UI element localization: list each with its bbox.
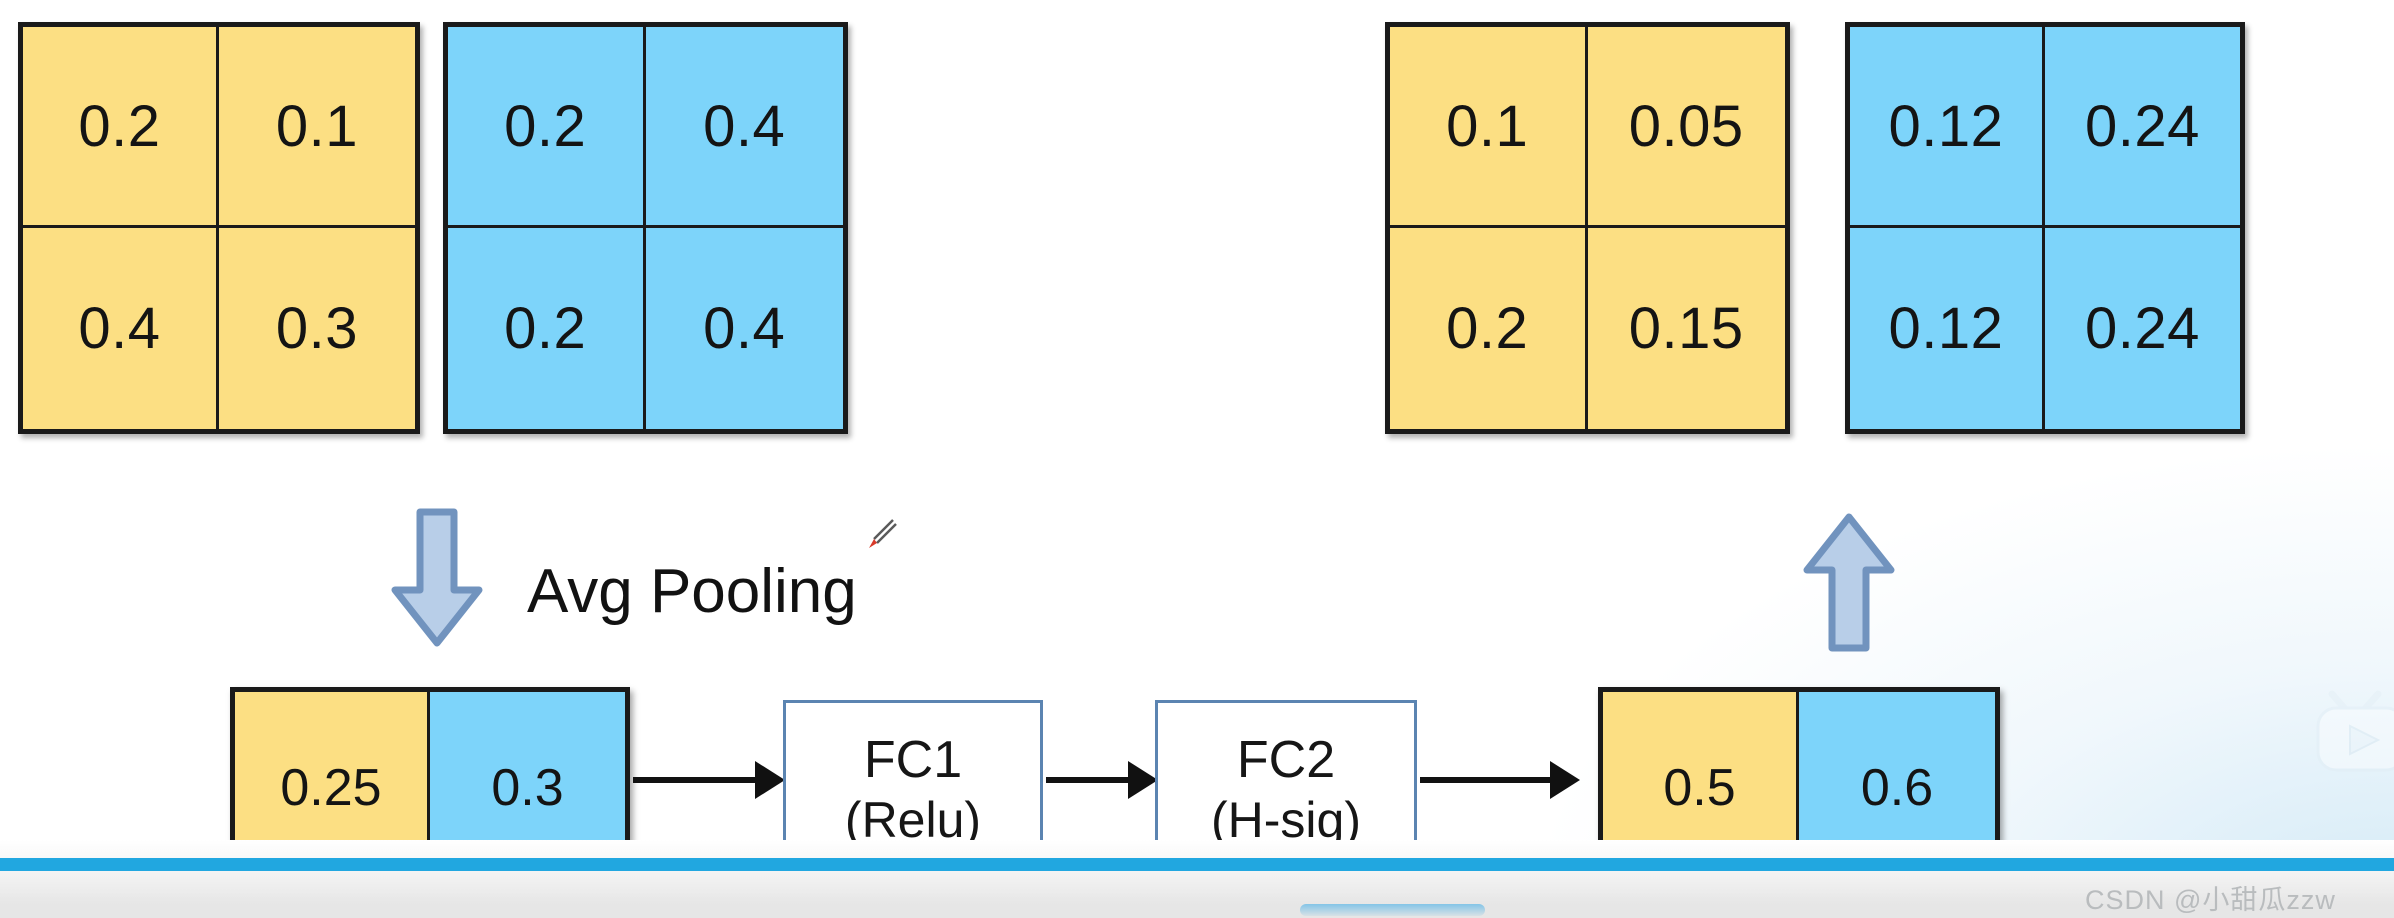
- matrix-cell: 0.3: [219, 228, 415, 429]
- vector-cell: 0.25: [235, 692, 430, 884]
- matrix-cell: 0.4: [645, 27, 843, 228]
- input-feature-map-channel-1: 0.2 0.1 0.4 0.3: [18, 22, 420, 434]
- fc2-layer-box: FC2 (H-sig): [1155, 700, 1417, 880]
- avg-pooling-label: Avg Pooling: [527, 557, 857, 626]
- output-feature-map-channel-1: 0.1 0.05 0.2 0.15: [1385, 22, 1790, 434]
- vector-cell: 0.5: [1603, 692, 1799, 884]
- pen-cursor-icon: [862, 516, 898, 552]
- flow-arrow-fc2-to-weights: [1420, 760, 1580, 800]
- matrix-cell: 0.15: [1587, 228, 1785, 429]
- flow-arrow-fc1-to-fc2: [1046, 760, 1158, 800]
- matrix-cell: 0.12: [1850, 27, 2045, 228]
- down-block-arrow: [390, 508, 484, 648]
- fc2-title: FC2: [1236, 730, 1336, 789]
- fc1-activation: (Relu): [844, 792, 982, 849]
- matrix-cell: 0.2: [448, 27, 646, 228]
- matrix-cell: 0.4: [645, 228, 843, 429]
- flow-arrow-pooled-to-fc1: [633, 760, 785, 800]
- vector-cell: 0.6: [1799, 692, 1995, 884]
- matrix-cell: 0.24: [2045, 27, 2240, 228]
- matrix-cell: 0.1: [1390, 27, 1588, 228]
- matrix-cell: 0.2: [448, 228, 646, 429]
- up-block-arrow: [1802, 512, 1896, 652]
- fc1-layer-box: FC1 (Relu): [783, 700, 1043, 880]
- matrix-cell: 0.05: [1587, 27, 1785, 228]
- player-background-strip-lower: [0, 892, 2394, 918]
- output-feature-map-channel-2: 0.12 0.24 0.12 0.24: [1845, 22, 2245, 434]
- matrix-cell: 0.12: [1850, 228, 2045, 429]
- video-progress-bar[interactable]: [0, 858, 2394, 871]
- matrix-cell: 0.1: [219, 27, 415, 228]
- csdn-watermark: CSDN @小甜瓜zzw: [2085, 885, 2336, 915]
- bilibili-play-logo-icon: [2316, 690, 2394, 800]
- matrix-cell: 0.24: [2045, 228, 2240, 429]
- matrix-cell: 0.4: [23, 228, 219, 429]
- input-feature-map-channel-2: 0.2 0.4 0.2 0.4: [443, 22, 848, 434]
- fc1-title: FC1: [863, 730, 963, 789]
- fc2-activation: (H-sig): [1211, 792, 1361, 849]
- matrix-cell: 0.2: [23, 27, 219, 228]
- vector-cell: 0.3: [430, 692, 625, 884]
- matrix-cell: 0.2: [1390, 228, 1588, 429]
- video-progress-knob[interactable]: [1300, 904, 1485, 916]
